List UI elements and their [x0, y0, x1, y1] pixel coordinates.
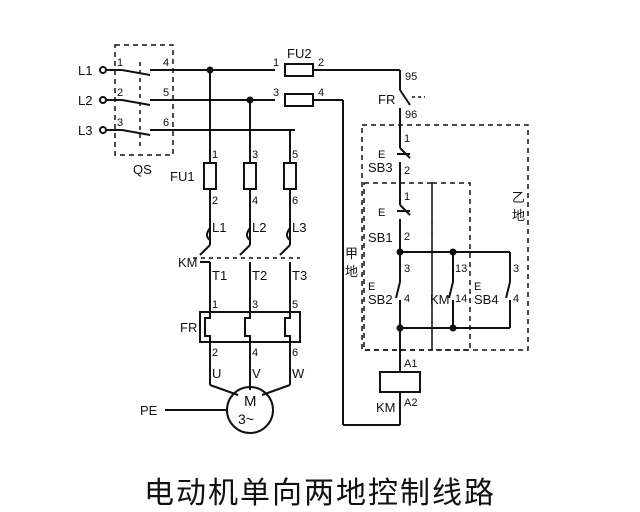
- sb1-e: E: [378, 207, 385, 219]
- km-coil: [379, 371, 421, 393]
- sb1-label: SB1: [368, 230, 393, 245]
- km-aux-label: KM: [430, 292, 450, 307]
- fu1-t2: 2: [212, 195, 218, 207]
- sb3-e: E: [378, 149, 385, 161]
- sb2-t3: 3: [404, 263, 410, 275]
- km-l2: L2: [252, 220, 266, 235]
- fu1-t6: 6: [292, 195, 298, 207]
- motor-3phase: 3~: [238, 411, 254, 427]
- sb2-e: E: [368, 281, 375, 293]
- km-aux-14: 14: [455, 293, 467, 305]
- fu2-term-4: 4: [318, 87, 324, 99]
- fu1-label: FU1: [170, 169, 195, 184]
- km-l1: L1: [212, 220, 226, 235]
- fr-top-label: FR: [378, 92, 395, 107]
- fu2-term-3: 3: [273, 87, 279, 99]
- fr-t2: 2: [212, 347, 218, 359]
- qs-out4: 4: [163, 57, 169, 69]
- fr-t1: 1: [212, 299, 218, 311]
- fu1-t3: 3: [252, 149, 258, 161]
- yi-di-char: 地: [512, 209, 525, 224]
- sb1-t2: 2: [404, 231, 410, 243]
- yi-di-box: [361, 124, 529, 351]
- fr-t4: 4: [252, 347, 258, 359]
- km-l3: L3: [292, 220, 306, 235]
- sb3-label: SB3: [368, 160, 393, 175]
- sb-inner-box: [431, 182, 471, 351]
- fr-t5: 5: [292, 299, 298, 311]
- qs-in1: 1: [117, 57, 123, 69]
- sb4-label: SB4: [474, 292, 499, 307]
- fu1-fuse-l1: [203, 162, 217, 190]
- qs-out6: 6: [163, 117, 169, 129]
- jia-di-box: [363, 182, 433, 351]
- pe-label: PE: [140, 403, 158, 418]
- label-l1: L1: [78, 63, 92, 78]
- qs-out5: 5: [163, 87, 169, 99]
- sb4-t3: 3: [513, 263, 519, 275]
- fu1-t4: 4: [252, 195, 258, 207]
- qs-in3: 3: [117, 117, 123, 129]
- diagram-caption: 电动机单向两地控制线路: [144, 476, 496, 511]
- km-t3: T3: [292, 268, 307, 283]
- km-t1: T1: [212, 268, 227, 283]
- km-aux-13: 13: [455, 263, 467, 275]
- qs-in2: 2: [117, 87, 123, 99]
- coil-a2: A2: [404, 397, 417, 409]
- fu2-label: FU2: [287, 46, 312, 61]
- fr-term-95: 95: [405, 71, 417, 83]
- fu1-t1: 1: [212, 149, 218, 161]
- qs-dashed-box: [114, 44, 174, 156]
- fu1-fuse-l3: [283, 162, 297, 190]
- coil-a1: A1: [404, 358, 417, 370]
- jia-di-char: 地: [345, 265, 358, 280]
- phase-v: V: [252, 366, 261, 381]
- sb2-label: SB2: [368, 292, 393, 307]
- fr-t3: 3: [252, 299, 258, 311]
- fu1-t5: 5: [292, 149, 298, 161]
- phase-u: U: [212, 366, 221, 381]
- coil-km-label: KM: [376, 400, 396, 415]
- km-t2: T2: [252, 268, 267, 283]
- fu1-fuse-l2: [243, 162, 257, 190]
- sb4-e: E: [474, 281, 481, 293]
- label-l3: L3: [78, 123, 92, 138]
- fr-term-96: 96: [405, 109, 417, 121]
- fu2-fuse-2: [284, 93, 314, 107]
- sb3-t1: 1: [404, 133, 410, 145]
- sb4-t4: 4: [513, 293, 519, 305]
- km-main-label: KM: [178, 255, 198, 270]
- sb3-t2: 2: [404, 165, 410, 177]
- fu2-fuse-1: [284, 63, 314, 77]
- jia-char: 甲: [345, 247, 358, 262]
- sb2-t4: 4: [404, 293, 410, 305]
- fr-t6: 6: [292, 347, 298, 359]
- terminal-l1: [99, 66, 107, 74]
- sb1-t1: 1: [404, 191, 410, 203]
- phase-w: W: [292, 366, 305, 381]
- fu2-term-2: 2: [318, 57, 324, 69]
- yi-char: 乙: [512, 191, 525, 206]
- label-l2: L2: [78, 93, 92, 108]
- fu2-term-1: 1: [273, 57, 279, 69]
- motor-m: M: [244, 393, 257, 410]
- fr-main-label: FR: [180, 320, 197, 335]
- terminal-l2: [99, 96, 107, 104]
- terminal-l3: [99, 126, 107, 134]
- qs-label: QS: [133, 162, 152, 177]
